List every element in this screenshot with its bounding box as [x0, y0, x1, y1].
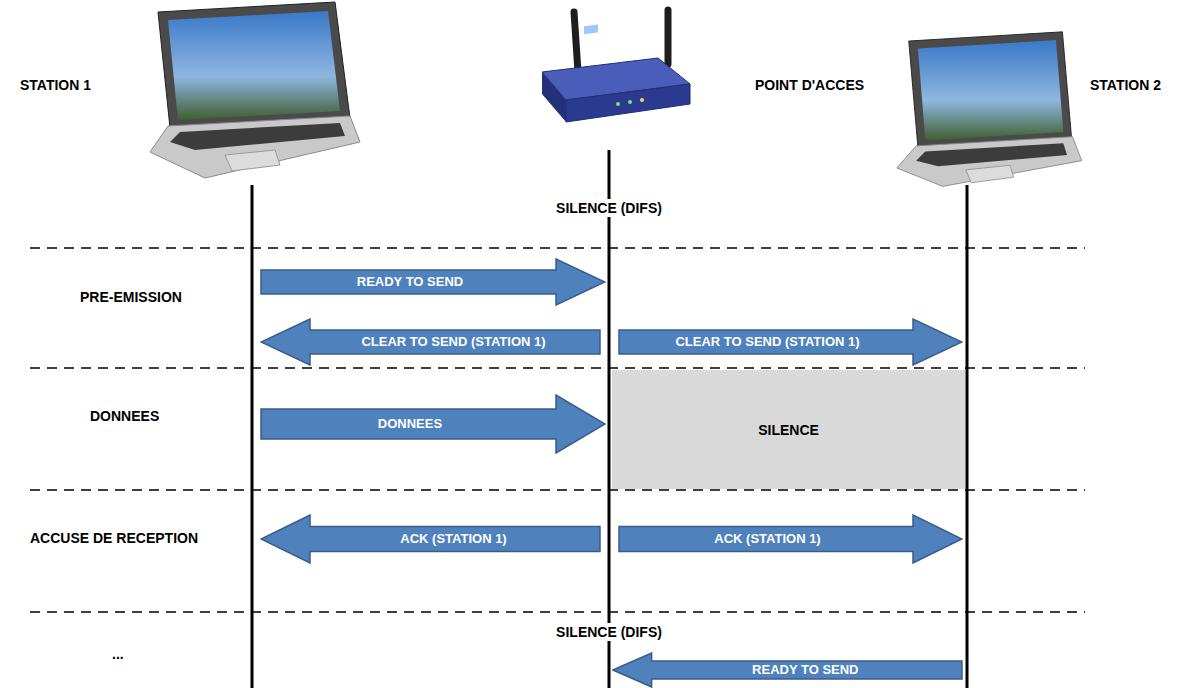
band-text: SILENCE — [758, 422, 819, 438]
message-arrow: READY TO SEND — [260, 258, 606, 306]
separator-lines — [30, 248, 1085, 612]
station-label: STATION 2 — [1090, 76, 1161, 94]
lifelines — [252, 150, 967, 688]
arrow-text: READY TO SEND — [752, 662, 858, 678]
message-arrow: CLEAR TO SEND (STATION 1) — [618, 318, 963, 366]
arrow-text: ACK (STATION 1) — [400, 531, 506, 547]
arrow-text: DONNEES — [378, 416, 442, 432]
message-arrow: DONNEES — [260, 394, 606, 454]
router-icon — [542, 10, 690, 122]
silence-band: SILENCE — [612, 370, 965, 489]
row-label: DONNEES — [90, 407, 159, 425]
arrow-text: ACK (STATION 1) — [714, 531, 820, 547]
message-arrow: CLEAR TO SEND (STATION 1) — [260, 318, 601, 366]
station-label: POINT D'ACCES — [755, 76, 864, 94]
arrow-text: CLEAR TO SEND (STATION 1) — [675, 334, 859, 350]
row-label: PRE-EMISSION — [80, 288, 182, 306]
laptop-icon — [150, 2, 360, 178]
message-arrow: ACK (STATION 1) — [618, 514, 963, 564]
laptop-icon — [897, 32, 1082, 187]
row-label: ... — [112, 645, 124, 663]
arrow-text: READY TO SEND — [357, 274, 463, 290]
row-label: ACCUSE DE RECEPTION — [30, 529, 198, 547]
message-arrow: READY TO SEND — [612, 652, 963, 688]
phase-label: SILENCE (DIFS) — [552, 199, 666, 217]
station-label: STATION 1 — [20, 76, 91, 94]
phase-label: SILENCE (DIFS) — [552, 623, 666, 641]
message-arrow: ACK (STATION 1) — [260, 514, 601, 564]
arrow-text: CLEAR TO SEND (STATION 1) — [361, 334, 545, 350]
